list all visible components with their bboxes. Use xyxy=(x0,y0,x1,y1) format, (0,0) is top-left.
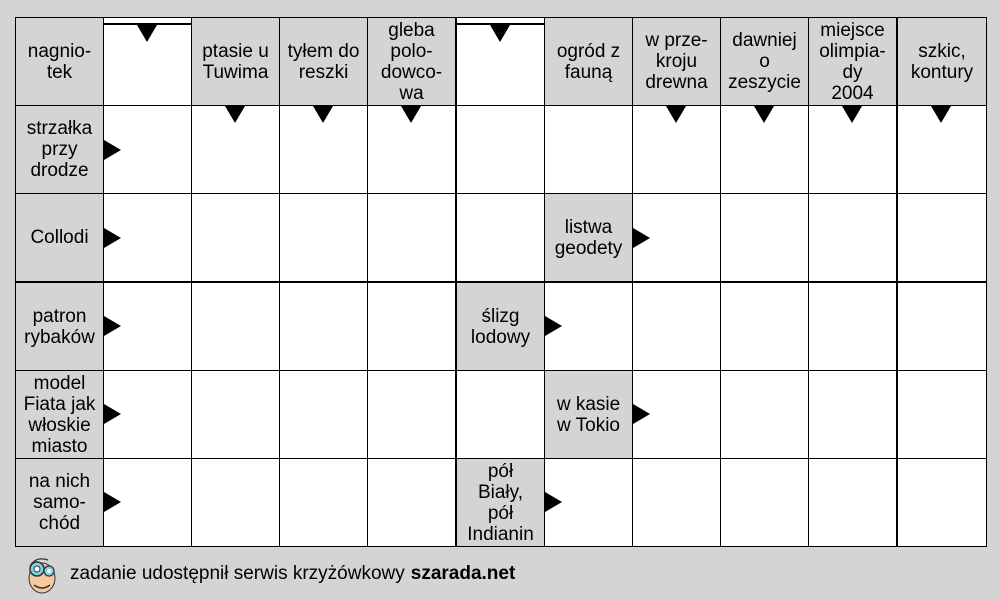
answer-cell[interactable] xyxy=(897,458,987,547)
szarada-mascot-icon xyxy=(28,558,56,594)
answer-cell[interactable] xyxy=(279,370,368,459)
clue-cell: patron rybaków xyxy=(15,282,104,371)
answer-cell[interactable] xyxy=(367,282,456,371)
clue-cell: dawniej o zeszycie xyxy=(720,17,809,106)
answer-cell[interactable] xyxy=(279,105,368,194)
arrow-down-icon xyxy=(931,106,951,123)
answer-cell[interactable] xyxy=(897,193,987,282)
arrow-right-icon xyxy=(104,316,121,336)
arrow-down-icon xyxy=(666,106,686,123)
arrow-right-icon xyxy=(545,316,562,336)
answer-cell[interactable] xyxy=(808,458,897,547)
footer-site-name[interactable]: szarada.net xyxy=(410,563,516,584)
answer-cell[interactable] xyxy=(456,105,545,194)
crossword-grid: nagnio- tek ptasie u Tuwima tyłem do res… xyxy=(15,17,987,547)
clue-cell: listwa geodety xyxy=(544,193,633,282)
footer-text: zadanie udostępnił serwis krzyżówkowy xyxy=(70,563,405,584)
answer-cell[interactable] xyxy=(191,282,280,371)
clue-cell: na nich samo- chód xyxy=(15,458,104,547)
answer-cell[interactable] xyxy=(808,105,897,194)
answer-cell[interactable] xyxy=(279,458,368,547)
clue-cell: gleba polo- dowco- wa xyxy=(367,17,456,106)
arrow-right-icon xyxy=(104,228,121,248)
answer-cell[interactable] xyxy=(367,458,456,547)
answer-cell[interactable] xyxy=(720,282,809,371)
arrow-down-icon xyxy=(754,106,774,123)
divider-line xyxy=(457,23,544,25)
answer-cell[interactable] xyxy=(632,458,721,547)
clue-cell: nagnio- tek xyxy=(15,17,104,106)
arrow-down-icon xyxy=(225,106,245,123)
arrow-right-icon xyxy=(545,492,562,512)
answer-cell[interactable] xyxy=(279,282,368,371)
clue-cell: szkic, kontury xyxy=(897,17,987,106)
answer-cell[interactable] xyxy=(456,370,545,459)
arrow-down-icon xyxy=(313,106,333,123)
arrow-down-icon xyxy=(137,25,157,42)
answer-cell[interactable] xyxy=(456,193,545,282)
clue-cell: ptasie u Tuwima xyxy=(191,17,280,106)
answer-cell[interactable] xyxy=(808,370,897,459)
arrow-right-icon xyxy=(104,492,121,512)
clue-cell: pół Biały, pół Indianin xyxy=(456,458,545,547)
clue-cell: ślizg lodowy xyxy=(456,282,545,371)
answer-cell[interactable] xyxy=(191,458,280,547)
arrow-right-icon xyxy=(104,140,121,160)
answer-cell[interactable] xyxy=(897,282,987,371)
answer-cell[interactable] xyxy=(808,282,897,371)
clue-cell: tyłem do reszki xyxy=(279,17,368,106)
arrow-right-icon xyxy=(633,404,650,424)
answer-cell[interactable] xyxy=(808,193,897,282)
answer-cell[interactable] xyxy=(367,370,456,459)
answer-cell[interactable] xyxy=(720,458,809,547)
arrow-down-icon xyxy=(842,106,862,123)
answer-cell[interactable] xyxy=(544,105,633,194)
arrow-right-icon xyxy=(104,404,121,424)
arrow-down-icon xyxy=(401,106,421,123)
divider-line xyxy=(104,23,191,25)
answer-cell[interactable] xyxy=(720,193,809,282)
clue-cell: ogród z fauną xyxy=(544,17,633,106)
footer: zadanie udostępnił serwis krzyżówkowy sz… xyxy=(22,552,515,596)
clue-cell: Collodi xyxy=(15,193,104,282)
answer-cell[interactable] xyxy=(632,282,721,371)
clue-cell: w prze- kroju drewna xyxy=(632,17,721,106)
answer-cell[interactable] xyxy=(897,370,987,459)
arrow-right-icon xyxy=(633,228,650,248)
answer-cell[interactable] xyxy=(279,193,368,282)
arrow-down-icon xyxy=(490,25,510,42)
answer-cell[interactable] xyxy=(191,370,280,459)
answer-cell[interactable] xyxy=(191,193,280,282)
clue-cell: w kasie w Tokio xyxy=(544,370,633,459)
clue-cell: strzałka przy drodze xyxy=(15,105,104,194)
answer-cell[interactable] xyxy=(367,193,456,282)
answer-cell[interactable] xyxy=(720,370,809,459)
clue-cell: model Fiata jak włoskie miasto xyxy=(15,370,104,459)
clue-cell: miejsce olimpia- dy 2004 xyxy=(808,17,897,106)
